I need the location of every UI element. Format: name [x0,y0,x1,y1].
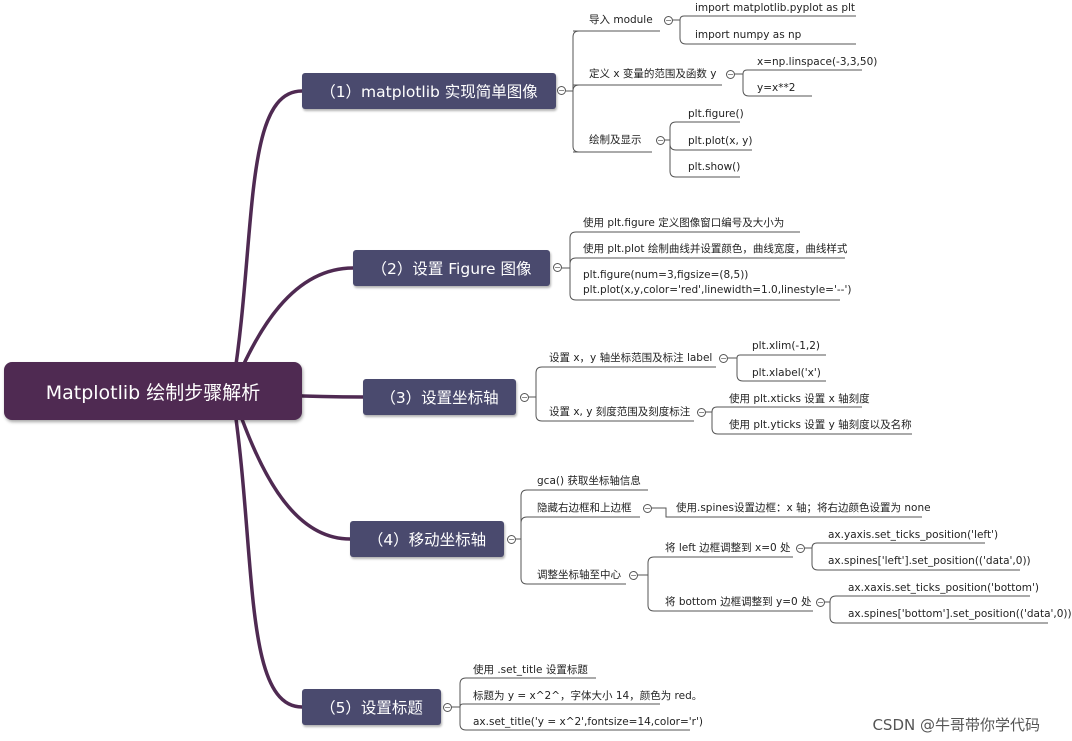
topic-bottom-spine[interactable]: 将 bottom 边框调整到 y=0 处 [665,596,812,608]
connector-b1-define [742,69,862,75]
code-spines-left: ax.spines['left'].set_position(('data',0… [828,555,1031,567]
code-y-equals: y=x**2 [757,82,796,94]
connector-b1 [572,30,660,91]
topic-import-module[interactable]: 导入 module [589,14,653,26]
code-plt-show: plt.show() [688,161,741,173]
connector-b1-import [679,20,856,45]
root-node[interactable]: Matplotlib 绘制步骤解析 [4,362,302,420]
code-yaxis-ticks: ax.yaxis.set_ticks_position('left') [828,529,999,541]
connector-b4 [520,489,648,539]
connector-b1-plot [669,121,740,140]
root-connector [230,390,303,709]
topic-plot-show[interactable]: 绘制及显示 [589,134,642,146]
connector-b1-import [679,15,856,21]
topic-ticks[interactable]: 设置 x, y 刻度范围及刻度标注 [549,406,691,418]
topic-center-axes[interactable]: 调整坐标轴至中心 [537,569,621,581]
topic-title-spec[interactable]: 标题为 y = x^2^，字体大小 14，颜色为 red。 [473,690,703,702]
connector-b4-left [811,548,1020,571]
collapse-toggle-icon[interactable]: − [643,504,652,513]
collapse-toggle-icon[interactable]: − [520,393,529,402]
collapse-toggle-icon[interactable]: − [656,136,665,145]
connector-b3-ticks [711,406,862,413]
connector-b3-axis [736,358,826,382]
topic-plot-style[interactable]: 使用 plt.plot 绘制曲线并设置颜色，曲线宽度，曲线样式 [583,243,848,255]
connector-b4-hide [652,507,922,518]
watermark: CSDN @牛哥带你学代码 [872,716,1040,734]
collapse-toggle-icon[interactable]: − [443,703,452,712]
topic-set-title[interactable]: 使用 .set_title 设置标题 [473,664,588,676]
collapse-toggle-icon[interactable]: − [796,544,805,553]
code-plt-figure: plt.figure() [688,108,744,120]
connector-b4-bottom [829,602,1048,624]
text-yticks: 使用 plt.yticks 设置 y 轴刻度以及名称 [729,419,912,431]
topic-axis-range-label[interactable]: 设置 x，y 轴坐标范围及标注 label [549,352,713,364]
connector-b1-define [742,74,812,97]
connector-b2 [569,231,800,268]
code-import-numpy: import numpy as np [695,29,802,41]
connector-b3 [535,397,694,422]
connector-b1 [572,84,722,92]
connector-b3-ticks [711,412,912,435]
branch-node-5[interactable]: （5）设置标题 [302,689,441,725]
topic-hide-spines[interactable]: 隐藏右边框和上边框 [537,502,632,514]
connector-b4-bottom [829,595,1030,603]
branch-node-3[interactable]: （3）设置坐标轴 [363,379,516,415]
collapse-toggle-icon[interactable]: − [553,263,562,272]
connector-b3-axis [736,354,826,359]
connector-b5 [459,677,596,707]
topic-left-spine[interactable]: 将 left 边框调整到 x=0 处 [665,542,791,554]
connector-b4-left [811,542,985,549]
code-import-matplotlib: import matplotlib.pyplot as plt [695,2,856,14]
connector-b1-plot [669,140,740,178]
topic-define-x-y[interactable]: 定义 x 变量的范围及函数 y [589,68,717,80]
root-connector [230,89,303,392]
branch-node-1[interactable]: （1）matplotlib 实现简单图像 [302,73,556,109]
code-linspace: x=np.linspace(-3,3,50) [757,56,878,68]
code-set-title: ax.set_title('y = x^2',fontsize=14,color… [473,716,703,728]
branch-node-4[interactable]: （4）移动坐标轴 [350,521,504,557]
connector-b4-center [647,575,813,612]
topic-gca[interactable]: gca() 获取坐标轴信息 [537,475,641,487]
topic-figure-window[interactable]: 使用 plt.figure 定义图像窗口编号及大小为 [583,217,785,229]
connector-b5 [459,707,690,731]
collapse-toggle-icon[interactable]: − [726,70,735,79]
code-figure-num: plt.figure(num=3,figsize=(8,5)) [583,269,749,281]
connector-b4 [520,539,626,585]
connector-b4 [520,516,640,539]
connector-b2 [569,268,840,301]
collapse-toggle-icon[interactable]: − [719,354,728,363]
collapse-toggle-icon[interactable]: − [629,571,638,580]
code-xlabel: plt.xlabel('x') [752,367,821,379]
connector-b5 [459,703,660,708]
code-plt-plot: plt.plot(x, y) [688,135,753,147]
code-plot-color: plt.plot(x,y,color='red',linewidth=1.0,l… [583,284,852,296]
collapse-toggle-icon[interactable]: − [557,86,566,95]
connector-b2 [569,257,845,268]
collapse-toggle-icon[interactable]: − [697,408,706,417]
connector-b3 [535,366,716,397]
code-xlim: plt.xlim(-1,2) [752,340,820,352]
code-spines-bottom: ax.spines['bottom'].set_position(('data'… [848,608,1072,620]
text-xticks: 使用 plt.xticks 设置 x 轴刻度 [729,393,870,405]
text-spines-none: 使用.spines设置边框：x 轴；将右边颜色设置为 none [676,502,931,514]
collapse-toggle-icon[interactable]: − [816,598,825,607]
branch-node-2[interactable]: （2）设置 Figure 图像 [353,250,550,286]
code-xaxis-ticks: ax.xaxis.set_ticks_position('bottom') [848,582,1040,594]
connector-b4-center [647,556,793,575]
collapse-toggle-icon[interactable]: − [507,535,516,544]
collapse-toggle-icon[interactable]: − [664,16,673,25]
